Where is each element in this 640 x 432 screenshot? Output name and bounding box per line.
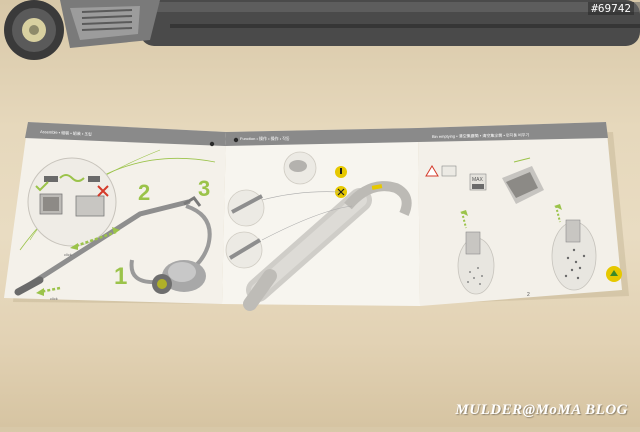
blog-watermark: MULDER@MoMA BLOG: [455, 402, 628, 418]
page-number: 2: [527, 292, 530, 298]
cross-icon: [97, 185, 109, 197]
staple-hole: [233, 137, 239, 143]
warning-triangle-icon: [425, 165, 439, 177]
staple-hole: [209, 141, 215, 147]
photo-id-watermark: #69742: [588, 2, 634, 15]
manual-panel-function: [222, 128, 420, 311]
click-label: click: [64, 252, 72, 257]
vacuum-wheel: [4, 0, 64, 60]
manual-panel-assemble: [4, 122, 226, 304]
step-number-1: 1: [114, 263, 127, 290]
max-label: MAX: [472, 177, 484, 183]
manual-panel-bin-emptying: [418, 122, 622, 306]
panel-title-function: Function • 操作 • 操作 • 작동: [240, 135, 290, 141]
panel-title-bin-emptying: Bin emptying • 清空集塵筒 • 清空集尘筒 • 먼지통 비우기: [432, 131, 530, 139]
step-number-2: 2: [138, 180, 150, 205]
vacuum-body-background: [60, 0, 640, 48]
click-label: click: [50, 296, 58, 301]
check-icon: [35, 181, 49, 192]
step-number-3: 3: [198, 176, 210, 201]
panel-title-assemble: Assemble • 組裝 • 組装 • 조립: [40, 128, 92, 137]
